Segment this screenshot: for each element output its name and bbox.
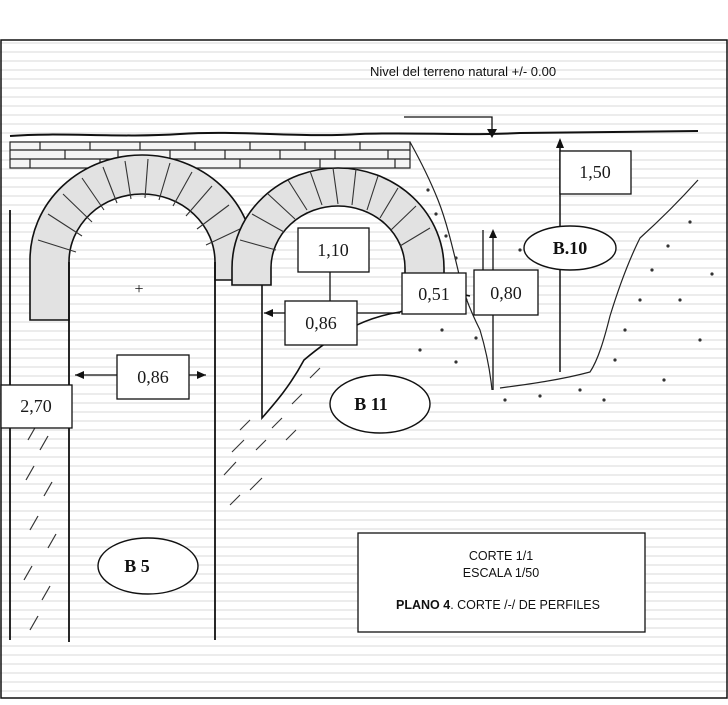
dim-0-86-upper-label: 0,86: [305, 313, 337, 333]
dim-box-2-70: 2,70: [0, 384, 73, 429]
terrain-surface-line: [9, 130, 699, 137]
dim-box-0-51: 0,51: [401, 272, 467, 315]
dim-box-0-86-lower: 0,86: [116, 354, 190, 400]
chamber-b5: B 5: [97, 537, 199, 595]
dim-2-70-label: 2,70: [20, 396, 52, 416]
title-block: CORTE 1/1 ESCALA 1/50 PLANO 4. CORTE /-/…: [357, 532, 646, 633]
rubble-dots: [418, 188, 714, 402]
ground-level-label: Nivel del terreno natural +/- 0.00: [370, 64, 556, 79]
chamber-b11-label: B 11: [354, 394, 388, 414]
center-cross: +: [134, 281, 143, 298]
dim-box-1-10: 1,10: [297, 227, 370, 273]
drawing-frame: [0, 39, 728, 699]
ground-level-arrow: [404, 116, 493, 133]
dim-0-80-label: 0,80: [490, 283, 522, 303]
dimension-arrowheads: [75, 138, 564, 379]
chamber-b10-label: B.10: [553, 238, 588, 258]
title-line-3-bold: PLANO 4: [396, 598, 450, 612]
dim-1-10-label: 1,10: [317, 240, 349, 260]
arch-middle: [231, 167, 445, 286]
shaft-b5-hatching: [23, 425, 57, 631]
dim-box-0-86-upper: 0,86: [284, 300, 358, 346]
dim-box-1-50: 1,50: [559, 150, 632, 195]
title-line-1: CORTE 1/1: [469, 549, 533, 563]
dim-0-51-label: 0,51: [418, 284, 450, 304]
title-line-2: ESCALA 1/50: [463, 566, 539, 580]
masonry-slab: [9, 141, 411, 169]
dim-1-50-label: 1,50: [579, 162, 611, 182]
chamber-b10: B.10: [523, 225, 617, 271]
title-line-3: PLANO 4. CORTE /-/ DE PERFILES: [396, 598, 600, 612]
chamber-b11: B 11: [329, 374, 431, 434]
terrain-hatching: [223, 367, 321, 506]
chamber-b5-label: B 5: [124, 556, 150, 576]
title-line-3-rest: . CORTE /-/ DE PERFILES: [450, 598, 600, 612]
dim-box-0-80: 0,80: [473, 269, 539, 316]
dim-0-86-lower-label: 0,86: [137, 367, 169, 387]
